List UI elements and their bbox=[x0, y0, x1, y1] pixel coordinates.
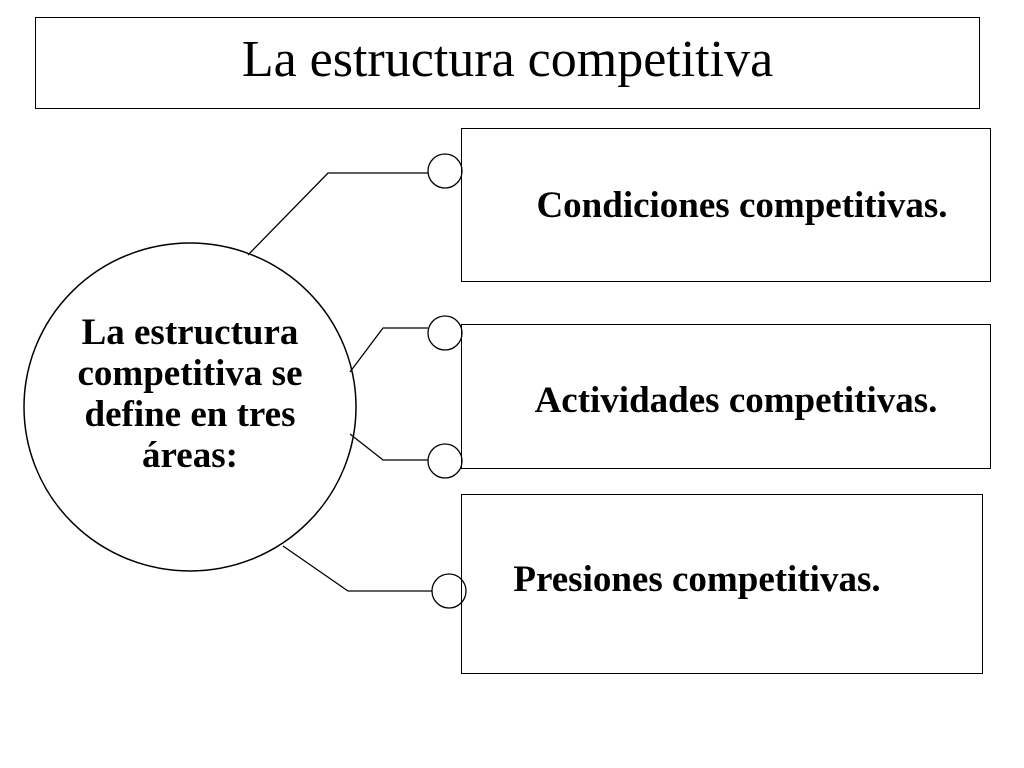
center-label: La estructura competitiva se define en t… bbox=[30, 312, 350, 476]
area-label-condiciones: Condiciones competitivas. bbox=[536, 184, 948, 226]
connector-line-actividades-top bbox=[349, 327, 428, 373]
connector-node-condiciones bbox=[427, 153, 463, 189]
center-label-line: define en tres bbox=[84, 394, 296, 435]
area-box-presiones: Presiones competitivas. bbox=[461, 494, 983, 674]
page-title: La estructura competitiva bbox=[241, 31, 774, 88]
connector-line-actividades-bottom bbox=[349, 433, 428, 461]
center-label-line: áreas: bbox=[142, 435, 238, 476]
connector-node-actividades-top bbox=[427, 315, 463, 351]
connector-line-presiones bbox=[282, 545, 433, 592]
connector-line-condiciones bbox=[247, 172, 428, 256]
area-box-actividades: Actividades competitivas. bbox=[461, 324, 991, 469]
area-label-actividades: Actividades competitivas. bbox=[534, 380, 938, 421]
connector-node-actividades-bottom bbox=[427, 443, 463, 479]
center-circle bbox=[23, 242, 357, 572]
center-label-line: competitiva se bbox=[77, 353, 303, 394]
center-label-line: La estructura bbox=[81, 312, 299, 353]
title-box: La estructura competitiva bbox=[35, 17, 980, 109]
connector-node-presiones bbox=[431, 573, 467, 609]
area-label-presiones: Presiones competitivas. bbox=[513, 558, 881, 600]
area-box-condiciones: Condiciones competitivas. bbox=[461, 128, 991, 282]
